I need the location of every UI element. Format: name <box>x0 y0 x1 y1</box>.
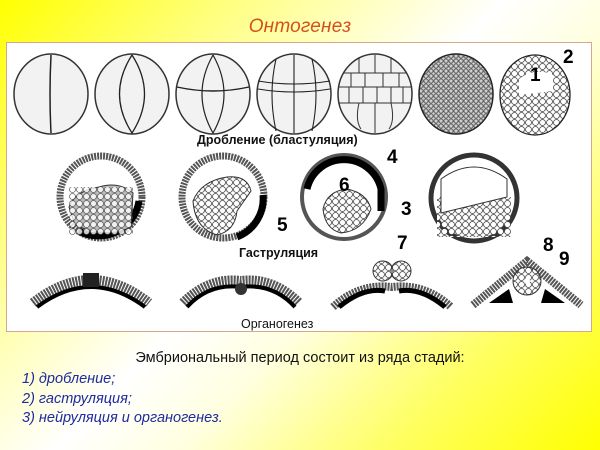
callout-8: 8 <box>543 235 554 256</box>
stage-item: 3) нейруляция и органогенез. <box>22 410 223 426</box>
neural-plate-illustration <box>29 273 153 309</box>
gastrula-mesoderm-illustration <box>428 152 520 244</box>
stage-item: 1) дробление; <box>22 371 116 387</box>
morula-illustration <box>418 53 494 135</box>
callout-9: 9 <box>559 249 570 270</box>
cleavage-32cell-illustration <box>337 53 413 135</box>
gastrulation-label: Гаструляция <box>239 246 319 260</box>
callout-3: 3 <box>401 199 412 220</box>
mid-gastrula-illustration <box>178 152 268 242</box>
early-gastrula-illustration <box>56 152 146 242</box>
stages-list: 1) дробление; 2) гаструляция; 3) нейруля… <box>22 370 223 429</box>
cleavage-8cell-illustration <box>175 53 251 135</box>
blastula-section-illustration <box>499 54 571 136</box>
callout-2: 2 <box>563 47 574 68</box>
neural-groove-illustration <box>179 275 303 309</box>
neural-folds-illustration <box>330 260 454 310</box>
callout-4: 4 <box>387 147 398 168</box>
slide-title: Онтогенез <box>248 16 352 37</box>
cleavage-label: Дробление (бластуляция) <box>197 133 358 147</box>
callout-6: 6 <box>339 175 350 196</box>
callout-1: 1 <box>530 65 541 86</box>
cleavage-16cell-illustration <box>256 53 332 135</box>
cleavage-2cell-illustration <box>13 53 89 135</box>
cleavage-4cell-illustration <box>94 53 170 135</box>
stages-intro: Эмбриональный период состоит из ряда ста… <box>135 350 465 366</box>
stage-item: 2) гаструляция; <box>22 390 132 407</box>
late-gastrula-illustration <box>300 153 388 241</box>
callout-7: 7 <box>397 233 408 254</box>
ontogenesis-figure: 1 2 Дробление (бластуляция) 4 6 3 5 7 Га… <box>6 42 592 332</box>
callout-5: 5 <box>277 215 288 236</box>
organogenesis-label: Органогенез <box>241 317 314 331</box>
neural-tube-illustration <box>470 255 584 309</box>
